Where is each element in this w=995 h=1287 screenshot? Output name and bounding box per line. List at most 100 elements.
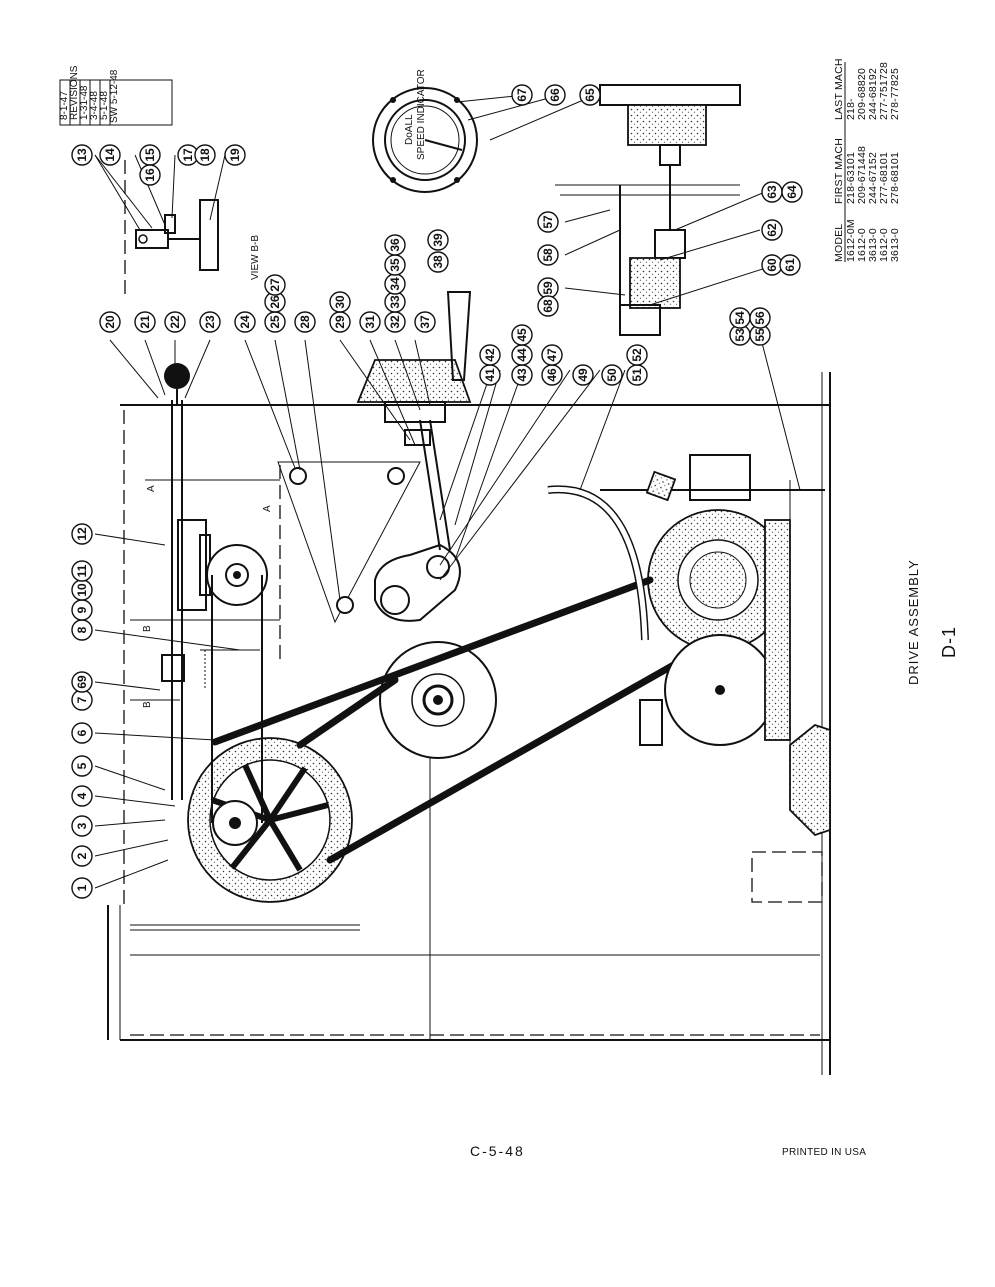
callout-label: 18 — [198, 148, 212, 162]
callout-label: 32 — [388, 315, 402, 329]
callout-label: 49 — [576, 368, 590, 382]
callout-22: 22 — [164, 311, 186, 333]
svg-text:MODEL: MODEL — [833, 224, 845, 262]
svg-text:A: A — [146, 485, 157, 492]
callout-label: 36 — [388, 238, 402, 252]
callout-61: 61 — [779, 254, 801, 276]
callout-5: 5 — [71, 755, 93, 777]
callout-18: 18 — [194, 144, 216, 166]
svg-text:3613-0: 3613-0 — [889, 228, 901, 262]
callout-label: 47 — [545, 348, 559, 362]
callout-35: 35 — [384, 254, 406, 276]
svg-text:278-77825: 278-77825 — [889, 68, 901, 120]
callout-label: 16 — [143, 168, 157, 182]
callout-54: 54 — [729, 307, 751, 329]
callout-52: 52 — [626, 344, 648, 366]
svg-text:LAST MACH: LAST MACH — [833, 58, 845, 120]
shift-knob — [164, 363, 190, 389]
callout-label: 31 — [363, 315, 377, 329]
callout-41: 41 — [479, 364, 501, 386]
callout-4: 4 — [71, 785, 93, 807]
callout-66: 66 — [544, 84, 566, 106]
callout-label: 68 — [541, 299, 555, 313]
callout-label: 42 — [483, 348, 497, 362]
callout-label: 41 — [483, 368, 497, 382]
callout-label: 39 — [431, 233, 445, 247]
callout-9: 9 — [71, 599, 93, 621]
callout-65: 65 — [579, 84, 601, 106]
callout-label: 26 — [268, 295, 282, 309]
callout-label: 52 — [630, 348, 644, 362]
callout-26: 26 — [264, 291, 286, 313]
callout-67: 67 — [511, 84, 533, 106]
callout-label: 34 — [388, 277, 402, 291]
svg-text:SW 5-12-48: SW 5-12-48 — [109, 69, 120, 123]
callout-2: 2 — [71, 845, 93, 867]
callout-label: 8 — [75, 626, 89, 633]
callout-7: 7 — [71, 689, 93, 711]
callout-label: 58 — [541, 248, 555, 262]
svg-text:B: B — [142, 625, 153, 632]
view-b-b-detail: VIEW B-B — [124, 160, 261, 300]
callout-69: 69 — [71, 671, 93, 693]
callout-label: 46 — [545, 368, 559, 382]
callout-10: 10 — [71, 579, 93, 601]
callout-label: 20 — [103, 315, 117, 329]
svg-text:SPEED INDICATOR: SPEED INDICATOR — [416, 69, 427, 160]
callout-label: 19 — [228, 148, 242, 162]
callout-25: 25 — [264, 311, 286, 333]
callout-label: 37 — [418, 315, 432, 329]
callout-21: 21 — [134, 311, 156, 333]
callout-38: 38 — [427, 251, 449, 273]
callout-60: 60 — [761, 254, 783, 276]
callout-50: 50 — [601, 364, 623, 386]
callout-56: 56 — [749, 307, 771, 329]
callout-label: 35 — [388, 258, 402, 272]
indicator-drive — [555, 84, 741, 336]
callout-29: 29 — [329, 311, 351, 333]
callout-label: 43 — [515, 368, 529, 382]
callout-label: 66 — [548, 88, 562, 102]
callout-24: 24 — [234, 311, 256, 333]
svg-text:278-68101: 278-68101 — [889, 152, 901, 204]
callout-label: 65 — [583, 88, 597, 102]
page-code: C-5-48 — [470, 1143, 525, 1159]
callout-31: 31 — [359, 311, 381, 333]
callout-1: 1 — [71, 877, 93, 899]
callout-label: 50 — [605, 368, 619, 382]
callout-label: 10 — [75, 583, 89, 597]
callout-label: 64 — [785, 185, 799, 199]
svg-text:DoALL: DoALL — [404, 114, 415, 145]
drawing-title: DRIVE ASSEMBLY — [906, 559, 921, 685]
callout-label: 7 — [75, 696, 89, 703]
callout-62: 62 — [761, 219, 783, 241]
callout-label: 13 — [75, 148, 89, 162]
callout-label: 15 — [143, 148, 157, 162]
callout-33: 33 — [384, 291, 406, 313]
svg-text:209-68820: 209-68820 — [856, 68, 868, 120]
callout-14: 14 — [99, 144, 121, 166]
callout-46: 46 — [541, 364, 563, 386]
motor — [600, 454, 831, 837]
callout-28: 28 — [294, 311, 316, 333]
callout-68: 68 — [537, 295, 559, 317]
svg-text:1612-0: 1612-0 — [856, 228, 868, 262]
svg-text:1-31-48: 1-31-48 — [79, 85, 90, 120]
svg-text:VIEW B-B: VIEW B-B — [250, 235, 261, 280]
callout-42: 42 — [479, 344, 501, 366]
callout-label: 5 — [75, 762, 89, 769]
svg-text:3-4-48: 3-4-48 — [89, 91, 100, 120]
callout-label: 67 — [515, 88, 529, 102]
sheet-id: D-1 — [939, 626, 959, 658]
callout-label: 29 — [333, 315, 347, 329]
callout-36: 36 — [384, 234, 406, 256]
callout-11: 11 — [71, 560, 93, 582]
callout-label: 21 — [138, 315, 152, 329]
callout-label: 62 — [765, 223, 779, 237]
svg-text:5-1-48: 5-1-48 — [99, 91, 110, 120]
callout-15: 15 — [139, 144, 161, 166]
svg-text:277-751728: 277-751728 — [878, 62, 890, 120]
callout-label: 33 — [388, 295, 402, 309]
